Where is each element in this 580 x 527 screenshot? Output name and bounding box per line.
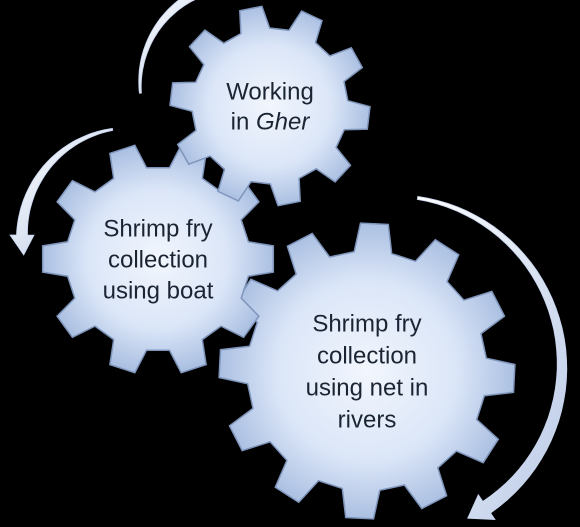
gear-label-text: Shrimp fry <box>312 310 421 337</box>
gear-label-text: collection <box>317 342 417 369</box>
gear-label-shrimp-fry-boat: Shrimp fry collection using boat <box>103 215 214 304</box>
gear-shrimp-fry-net: Shrimp fry collection using net in rivers <box>218 222 516 520</box>
gear-label-line: rivers <box>338 406 397 433</box>
curved-arrow-icon <box>9 127 114 256</box>
gear-label-text: Working <box>226 78 314 105</box>
gear-label-working-in-gher: Working in Gher <box>226 78 314 135</box>
gear-label-line: using net in <box>306 374 429 401</box>
gear-working-in-gher: Working in Gher <box>169 5 371 207</box>
gear-label-text: rivers <box>338 406 397 433</box>
gear-label-line: using boat <box>103 277 214 304</box>
gear-label-text: collection <box>108 246 208 273</box>
curved-arrow-icon <box>138 0 196 94</box>
gear-label-text: in <box>231 108 256 135</box>
gear-shrimp-fry-boat: Shrimp fry collection using boat <box>41 144 275 374</box>
gear-label-line: collection <box>108 246 208 273</box>
gear-label-line: Shrimp fry <box>103 215 212 242</box>
gear-label-line: collection <box>317 342 417 369</box>
gear-label-text: using net in <box>306 374 429 401</box>
gear-label-text: using boat <box>103 277 214 304</box>
gear-label-line: Shrimp fry <box>312 310 421 337</box>
gear-icon <box>169 5 371 207</box>
gear-label-text: Gher <box>256 108 310 135</box>
gear-label-shrimp-fry-net: Shrimp fry collection using net in rivers <box>306 310 429 433</box>
curved-arrow-icon <box>416 195 568 521</box>
gear-label-line: Working <box>226 78 314 105</box>
gear-label-line: in Gher <box>231 108 311 135</box>
gear-label-text: Shrimp fry <box>103 215 212 242</box>
gear-icon <box>218 222 516 520</box>
